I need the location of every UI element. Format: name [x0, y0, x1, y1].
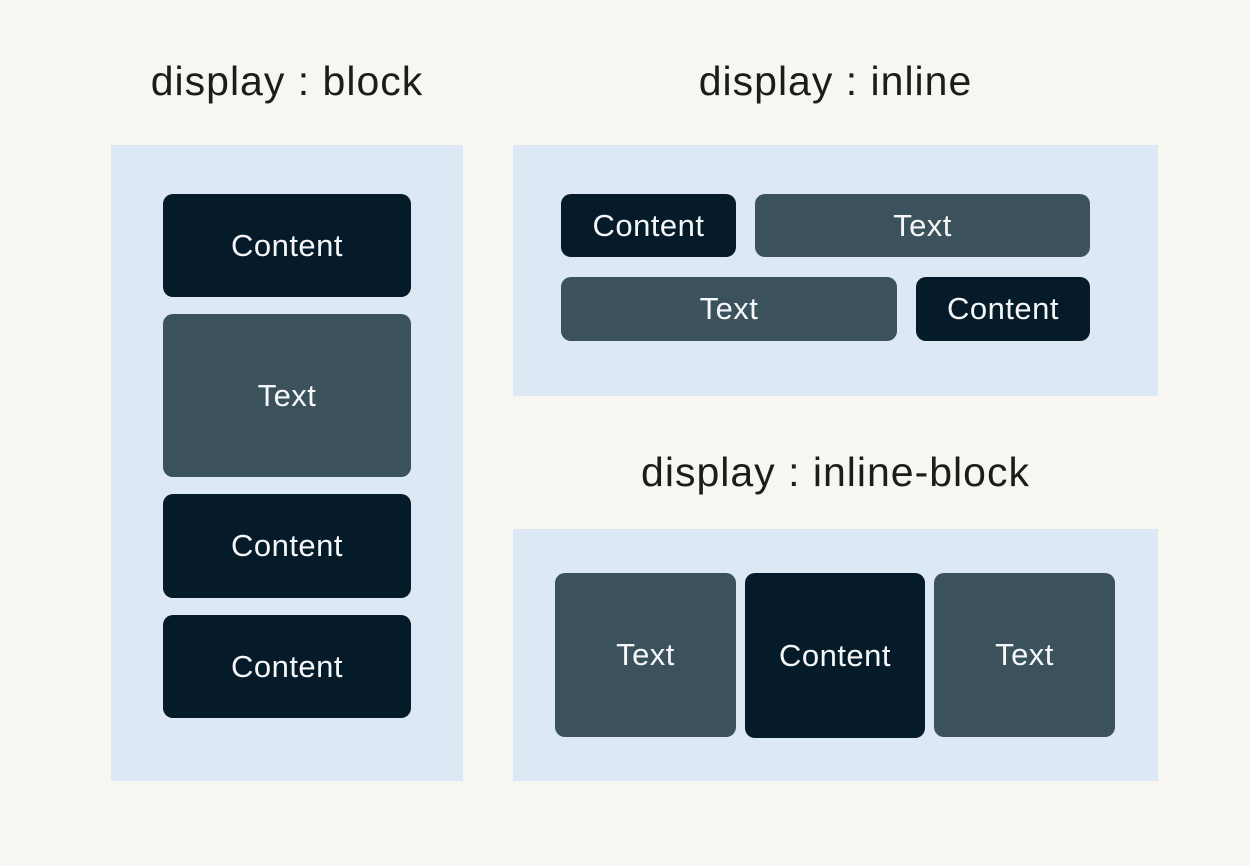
text-box: Text [755, 194, 1090, 257]
content-box: Content [916, 277, 1090, 341]
panel-display-inline-block: Text Content Text [513, 529, 1158, 781]
content-box: Content [163, 194, 411, 297]
content-box: Content [745, 573, 925, 738]
text-box: Text [163, 314, 411, 477]
panel-display-block: Content Text Content Content [111, 145, 463, 781]
heading-display-inline-block: display : inline-block [641, 449, 1030, 495]
heading-display-inline: display : inline [698, 58, 973, 104]
text-box: Text [555, 573, 736, 737]
content-box: Content [561, 194, 736, 257]
content-box: Content [163, 615, 411, 718]
heading-display-block: display : block [150, 58, 424, 104]
panel-display-inline: Content Text Text Content [513, 145, 1158, 396]
content-box: Content [163, 494, 411, 598]
text-box: Text [561, 277, 897, 341]
text-box: Text [934, 573, 1115, 737]
